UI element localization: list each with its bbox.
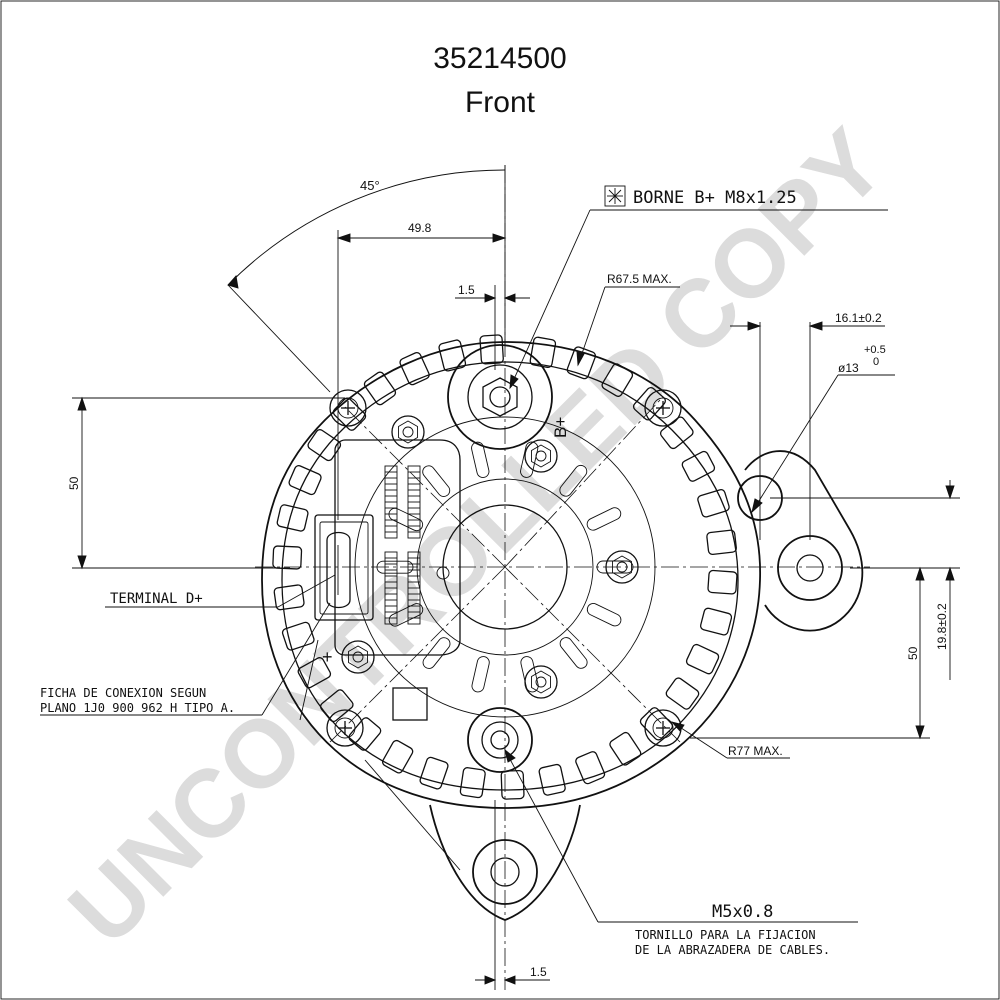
vent-slot — [276, 504, 309, 532]
hex-nut — [524, 665, 558, 699]
hub-fin — [388, 603, 424, 627]
vent-slot — [363, 371, 397, 406]
tornillo-line-2: DE LA ABRAZADERA DE CABLES. — [635, 943, 830, 957]
vent-slot — [538, 763, 566, 796]
regulator-block — [334, 439, 461, 656]
dim-19-8: 19.8±0.2 — [935, 603, 949, 650]
dim-hole-tol-low: 0 — [873, 356, 879, 368]
ficha-line-2: PLANO 1J0 900 962 H TIPO A. — [40, 701, 235, 715]
vent-slot — [273, 584, 305, 611]
vent-slot — [399, 351, 430, 386]
dim-1-5-bottom: 1.5 — [530, 965, 547, 979]
vent-slot — [609, 731, 642, 766]
hub-fin — [586, 603, 622, 627]
vent-slot — [529, 336, 557, 369]
vent-slot — [307, 429, 342, 462]
dim-49-8: 49.8 — [408, 221, 432, 235]
vent-slot — [459, 767, 486, 799]
through-bolt — [644, 389, 682, 427]
hex-nut — [391, 415, 425, 449]
hub-fin — [471, 441, 490, 478]
hub-fins — [376, 441, 634, 693]
part-number: 35214500 — [433, 42, 566, 75]
hex-nut — [605, 550, 639, 584]
dim-50-right: 50 — [906, 646, 920, 660]
vent-slot — [479, 334, 504, 365]
hub-fin — [520, 656, 539, 693]
bottom-mount-hole — [472, 839, 538, 905]
right-mount-holes — [737, 475, 843, 601]
vent-slot — [685, 643, 720, 675]
dim-16-1: 16.1±0.2 — [835, 311, 882, 325]
vent-slot — [665, 677, 700, 710]
asterisk-box-icon — [604, 185, 626, 207]
dim-r77: R77 MAX. — [728, 744, 783, 758]
vent-slot — [566, 346, 597, 380]
vent-slot — [419, 756, 449, 790]
terminal-d-label: TERMINAL D+ — [110, 591, 203, 607]
vent-slot — [697, 488, 730, 518]
hub-fin — [596, 560, 634, 574]
b-plus-terminal — [447, 344, 553, 450]
hub-fin — [422, 465, 451, 497]
angle-45-label: 45° — [360, 178, 380, 193]
dim-hole-dia: ø13 — [838, 361, 859, 375]
hub-fin — [471, 656, 490, 693]
vent-slot — [699, 607, 733, 636]
vent-slot — [601, 363, 634, 397]
vent-slot — [438, 339, 467, 372]
view-title: Front — [465, 86, 536, 119]
vent-slot — [632, 386, 666, 421]
vent-slot — [319, 689, 354, 723]
through-bolts — [326, 389, 682, 747]
vent-slots — [272, 334, 738, 800]
dim-hole-tol-up: +0.5 — [864, 344, 886, 356]
hex-nut — [341, 640, 375, 674]
vent-slot — [681, 450, 716, 482]
d-plus-connector — [314, 514, 374, 621]
dim-50-left: 50 — [67, 476, 81, 490]
hex-nut — [524, 439, 558, 473]
dim-1-5-top: 1.5 — [458, 283, 475, 297]
housing-outline — [261, 341, 864, 921]
vent-slot — [281, 621, 315, 651]
vent-slot — [272, 545, 303, 570]
vent-slot — [288, 465, 322, 496]
vent-slot — [706, 529, 737, 556]
hub-fin — [586, 507, 622, 531]
dim-r67-5: R67.5 MAX. — [607, 272, 672, 286]
vent-slot — [639, 707, 674, 741]
hub-fin — [559, 637, 588, 669]
hub-fin — [376, 560, 414, 574]
vent-slot — [348, 717, 382, 751]
vent-slot — [381, 739, 414, 774]
dimension-lines — [72, 165, 960, 990]
regulator-pad — [392, 687, 428, 721]
vent-slot — [500, 769, 525, 800]
vent-slot — [575, 751, 606, 785]
vent-slot — [707, 569, 738, 595]
vent-slot — [332, 397, 367, 431]
vent-slot — [297, 657, 332, 689]
ficha-line-1: FICHA DE CONEXION SEGUN — [40, 686, 206, 700]
leader-lines — [40, 209, 895, 923]
m5-label: M5x0.8 — [712, 902, 773, 922]
b-plus-mark: B+ — [551, 417, 570, 438]
nuts — [341, 415, 639, 699]
hub-fin — [422, 637, 451, 669]
tornillo-line-1: TORNILLO PARA LA FIJACION — [635, 928, 816, 942]
watermark: UNCONTROLLED COPY — [49, 109, 905, 965]
plus-mark: + — [322, 647, 333, 667]
through-bolt — [326, 709, 364, 747]
cable-clamp-screw — [467, 707, 533, 773]
borne-label: BORNE B+ M8x1.25 — [633, 188, 797, 208]
hub-fin — [559, 464, 588, 497]
